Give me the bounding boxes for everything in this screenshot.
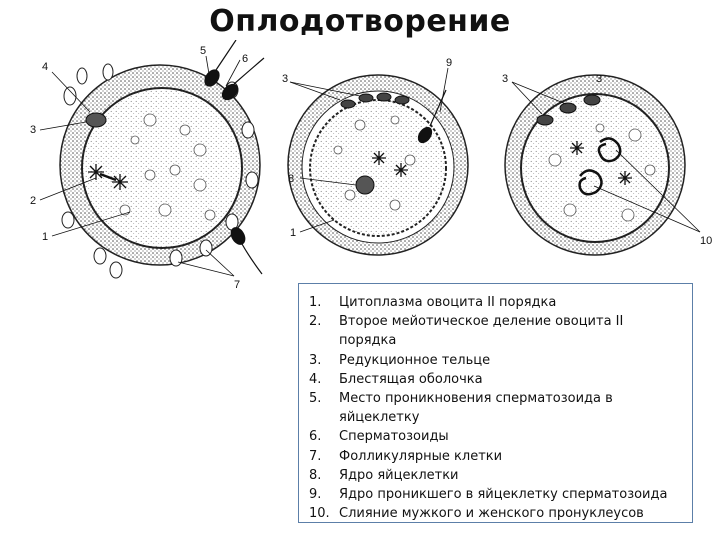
yolk-granules <box>548 123 656 222</box>
legend-number: 10. <box>309 506 330 522</box>
middle-oocyte: 3 9 8 1 <box>282 57 469 256</box>
spindle <box>570 141 632 185</box>
legend-number: 5. <box>309 391 322 407</box>
legend-number: 3. <box>309 352 322 368</box>
legend-item: 9. Ядро проникшего в яйцеклетку сперматоз… <box>309 485 684 504</box>
legend-item: 10. Слияние мужкого и женского пронуклеус… <box>309 504 684 523</box>
legend-number: 1. <box>309 295 322 310</box>
sperm-cells <box>204 40 265 275</box>
legend-text: Блестящая оболочка <box>339 371 483 387</box>
legend-item: 5. Место проникновения сперматозоида в яй… <box>309 389 684 427</box>
callout-2: 2 <box>30 195 36 207</box>
legend-number: 4. <box>309 371 322 387</box>
page-title: Оплодотворение <box>209 4 511 39</box>
yolk-granules <box>333 115 416 211</box>
polar-bodies <box>536 94 601 126</box>
callout-9: 9 <box>446 57 452 69</box>
legend-item: 4. Блестящая оболочка <box>309 370 684 389</box>
callout-3-b: 3 <box>596 73 602 85</box>
legend-number: 7. <box>309 448 322 464</box>
legend-item: 7. Фолликулярные клетки <box>309 447 684 466</box>
legend-item: 2. Второе мейотическое деление овоцита II… <box>309 312 684 350</box>
legend-number: 6. <box>309 429 322 445</box>
oocyte-cytoplasm <box>309 99 447 237</box>
legend-text: Фолликулярные клетки <box>339 448 503 464</box>
legend-text: Ядро проникшего в яйцеклетку сперматозои… <box>339 487 668 503</box>
callout-8: 8 <box>288 173 294 185</box>
legend-number: 8. <box>309 467 322 483</box>
pronuclei-fusion <box>578 137 622 196</box>
legend-number: 9. <box>309 487 322 503</box>
callout-10: 10 <box>700 235 712 247</box>
fertilization-diagram: 4 3 2 1 5 6 7 <box>30 40 712 290</box>
sperm-nucleus <box>417 89 447 144</box>
left-oocyte: 4 3 2 1 5 6 7 <box>30 40 265 290</box>
callout-3: 3 <box>30 124 36 136</box>
legend-item: 1. Цитоплазма овоцита II порядка <box>309 293 684 312</box>
callout-3: 3 <box>282 73 288 85</box>
legend-text: Редукционное тельце <box>339 352 491 368</box>
callout-3: 3 <box>502 73 508 85</box>
legend-text: Второе мейотическое деление овоцита II п… <box>339 314 624 349</box>
legend-text: Место проникновения сперматозоида в яйце… <box>339 391 613 426</box>
callout-6: 6 <box>242 53 248 65</box>
callout-5: 5 <box>200 45 206 57</box>
legend-text: Сперматозоиды <box>339 429 449 445</box>
legend-text: Слияние мужкого и женского пронуклеусов <box>339 506 644 522</box>
legend-item: 6. Сперматозоиды <box>309 427 684 446</box>
egg-nucleus <box>355 175 375 195</box>
yolk-granules <box>119 113 216 221</box>
callout-7: 7 <box>234 279 240 290</box>
legend-box: 1. Цитоплазма овоцита II порядка 2. Второе … <box>298 283 693 523</box>
callout-4: 4 <box>42 61 48 73</box>
meiotic-spindle <box>88 164 128 190</box>
right-oocyte: 3 3 10 <box>502 73 712 256</box>
legend-item: 3. Редукционное тельце <box>309 351 684 370</box>
oocyte-cytoplasm <box>81 87 243 249</box>
legend-text: Цитоплазма овоцита II порядка <box>339 295 557 310</box>
legend-number: 2. <box>309 314 322 330</box>
legend-text: Ядро яйцеклетки <box>339 467 459 483</box>
legend-item: 8. Ядро яйцеклетки <box>309 466 684 485</box>
polar-body <box>85 112 107 128</box>
polar-bodies <box>340 92 410 109</box>
callout-1: 1 <box>42 231 48 243</box>
spindle <box>372 151 408 177</box>
callout-1: 1 <box>290 227 296 239</box>
